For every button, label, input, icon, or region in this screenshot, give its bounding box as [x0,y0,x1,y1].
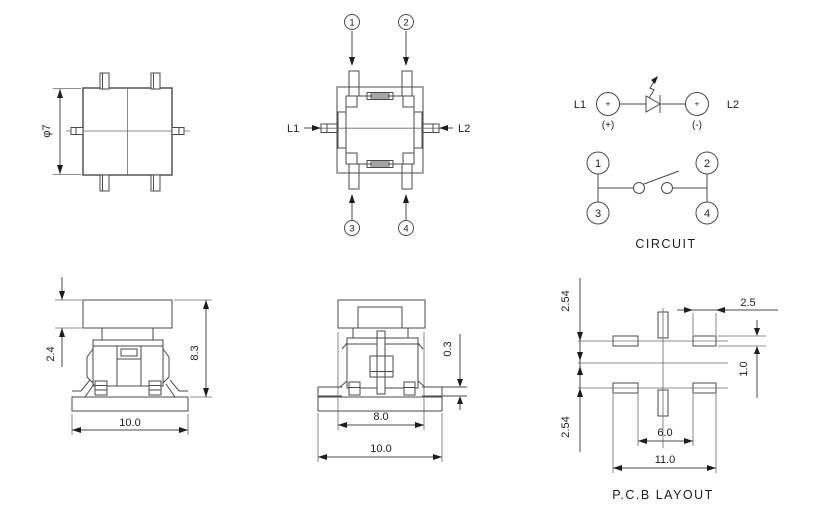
light-arrow-icon [651,76,658,84]
cap-front [82,299,173,329]
led-right-label: L2 [727,99,739,111]
led-terminal-right [685,92,709,116]
leg-bottom-right [150,174,161,192]
leg-top-left [99,72,110,90]
dim-base-width-front: 10.0 [71,414,189,435]
arrow-left-icon [439,125,448,131]
terminal-2-label: 2 [704,158,710,170]
circuit-caption: CIRCUIT [635,237,696,251]
switch-lever [643,170,680,185]
front-view: 2.4 8.3 10.0 [45,277,212,435]
dim-outer-span: 11.0 [612,394,717,473]
arrow-down-icon [349,57,355,66]
side-pin-right [171,127,185,135]
pin-2-lead [401,70,413,97]
dim-pad-length: 2.5 [677,297,778,335]
led-circuit: L1 + (+) + (-) L2 [574,76,739,131]
pin-1-lead [348,70,360,97]
pin-1-label: 1 [349,18,354,29]
dim-base-width-side: 10.0 [317,413,443,462]
side-dim-base-width: 10.0 [370,443,391,455]
leg-bottom-left [99,174,110,192]
arrow-up-icon [403,194,409,203]
pcb-dim-outer-span: 11.0 [655,454,676,466]
contact-left [633,182,645,194]
inner-frame [345,95,415,165]
led-polarity-left: (+) [602,120,615,131]
side-dim-body-width: 8.0 [373,411,388,423]
arrow-down-icon [403,57,409,66]
led-terminal-left-symbol: + [605,99,610,109]
top-view-dim-width: φ7 [41,124,53,137]
led-symbol-icon [645,76,662,113]
pin-3-label: 3 [349,224,354,235]
terminal-1-label: 1 [595,158,601,170]
pcb-dim-row-top: 2.54 [560,290,572,311]
pin-2-label: 2 [403,18,408,29]
bottom-view: 1 2 3 4 L1 L2 [287,14,470,236]
led-left-label: L1 [574,99,586,111]
cap-side [337,299,426,329]
leg-top-right [150,72,161,90]
dim-cap-height: 2.4 [45,277,82,367]
pcb-dim-inner-span: 6.0 [657,427,672,439]
dim-pad-width: 1.0 [718,320,766,398]
led-polarity-right: (-) [692,120,702,131]
switch-circuit: 1 2 3 4 CIRCUIT [586,151,719,251]
dim-inner-span: 6.0 [637,394,694,446]
pin-callout-1: 1 [344,14,360,66]
arrow-right-icon [312,125,321,131]
arrow-up-icon [349,194,355,203]
pin-3-lead [348,163,360,190]
pin-4-lead [401,163,413,190]
led-terminal-right-symbol: + [695,100,700,109]
pcb-layout-caption: P.C.B LAYOUT [612,488,714,502]
dim-body-width: 8.0 [337,332,425,430]
dim-total-height: 8.3 [174,299,212,398]
base-plate-front [71,396,189,412]
front-dim-total-height: 8.3 [189,345,201,360]
side-view: 0.3 8.0 10.0 [317,299,467,462]
pcb-dim-row-bottom: 2.54 [560,416,572,437]
front-dim-base-width: 10.0 [119,417,140,429]
pin-4-label: 4 [403,224,408,235]
led-pin-right-label: L2 [458,123,470,135]
side-dim-lead-thickness: 0.3 [442,341,454,356]
base-plate-side [317,396,443,412]
terminal-4-label: 4 [704,208,710,220]
front-dim-cap-height: 2.4 [45,346,57,361]
side-pin-left [70,127,84,135]
dim-lead-thickness: 0.3 [442,334,463,410]
contact-right [661,182,673,194]
terminal-3-label: 3 [595,208,601,220]
top-view: φ7 [41,72,190,192]
pcb-layout: 2.54 2.54 2.5 1.0 6 [560,278,778,502]
pin-callout-3: 3 [344,194,360,236]
pin-callout-2: 2 [398,14,414,66]
body-front [92,339,164,387]
dim-phi7: φ7 [41,88,81,175]
led-pin-left-label: L1 [287,123,299,135]
pcb-dim-pad-width: 1.0 [738,361,750,376]
dim-row-spacing: 2.54 2.54 [560,278,583,452]
base-outline [336,86,424,174]
pin-callout-4: 4 [398,194,414,236]
pcb-dim-pad-length: 2.5 [740,297,755,309]
